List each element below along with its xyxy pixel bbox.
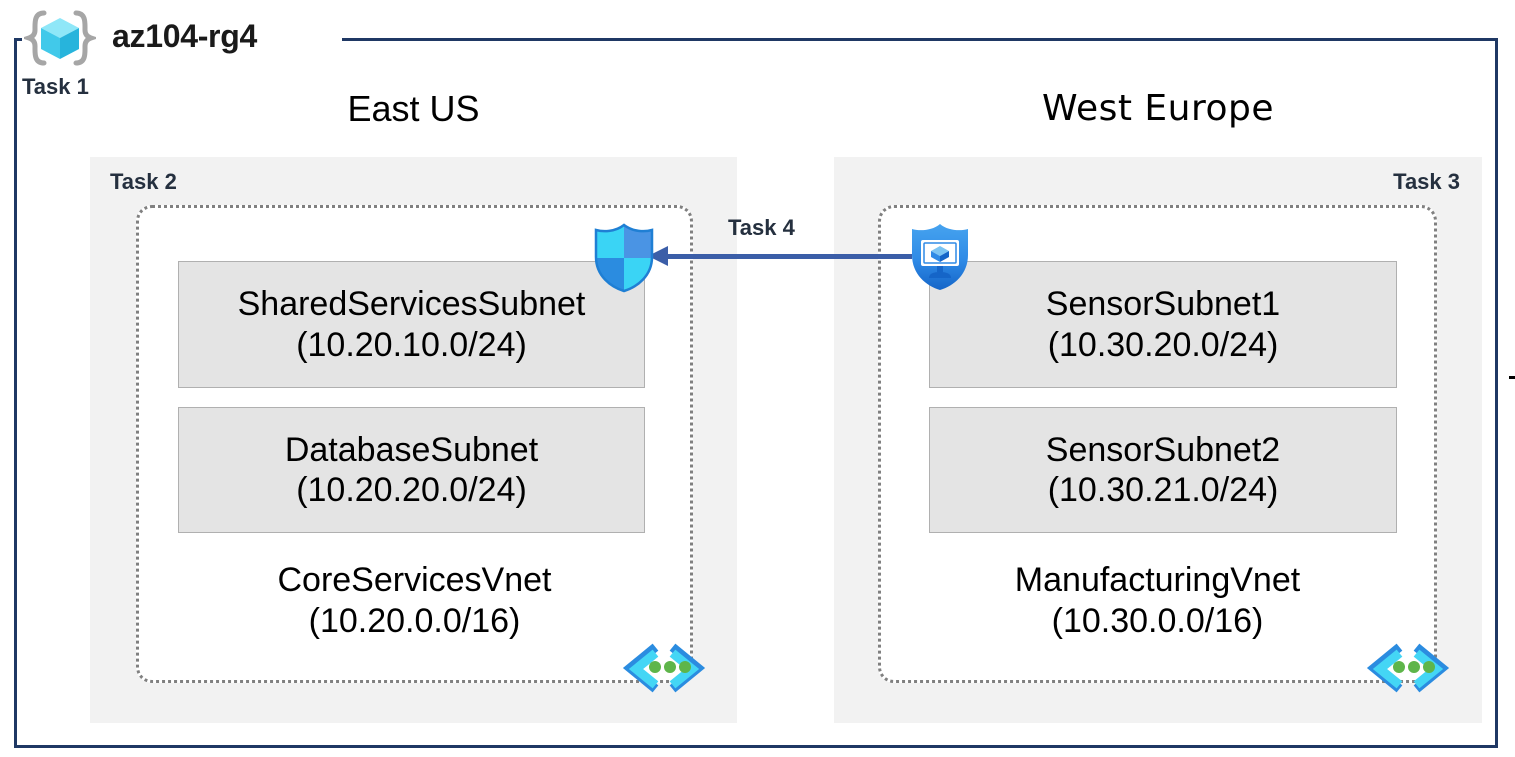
subnet-sensor-1: SensorSubnet1 (10.30.20.0/24) (929, 261, 1397, 388)
subnet-cidr: (10.30.20.0/24) (1047, 325, 1279, 364)
subnet-cidr: (10.30.21.0/24) (1047, 471, 1279, 509)
vnet-cidr: (10.20.0.0/16) (308, 601, 521, 640)
subnet-shared-services: SharedServicesSubnet (10.20.10.0/24) (178, 261, 645, 388)
vnet-caption-core-services: CoreServicesVnet (10.20.0.0/16) (139, 560, 690, 642)
vnet-caption-manufacturing: ManufacturingVnet (10.30.0.0/16) (881, 560, 1434, 642)
vnet-name: ManufacturingVnet (1014, 561, 1301, 599)
vnet-cidr: (10.30.0.0/16) (1051, 601, 1264, 640)
resource-group-cube-icon (21, 9, 99, 69)
resource-group-frame (14, 38, 1498, 748)
peering-connection-line (662, 254, 912, 259)
subnet-name: SensorSubnet1 (1045, 285, 1281, 324)
subnet-name: SensorSubnet2 (1045, 430, 1281, 469)
task-2-label: Task 2 (110, 169, 177, 194)
vnet-name: CoreServicesVnet (277, 561, 552, 599)
vnet-manufacturing: SensorSubnet1 (10.30.20.0/24) SensorSubn… (878, 205, 1450, 693)
subnet-cidr: (10.20.10.0/24) (296, 325, 527, 364)
region-box-east-us: Task 2 SharedServicesSubnet (10.20.10.0/… (90, 157, 737, 723)
vnet-core-services: SharedServicesSubnet (10.20.10.0/24) Dat… (136, 205, 706, 693)
virtual-network-icon (616, 636, 712, 698)
virtual-network-icon (1360, 636, 1456, 698)
task-1-label: Task 1 (22, 74, 89, 99)
subnet-database: DatabaseSubnet (10.20.20.0/24) (178, 407, 645, 533)
resource-group-title: az104-rg4 (112, 18, 257, 54)
network-security-group-shield-icon (591, 223, 657, 293)
subnet-name: DatabaseSubnet (284, 430, 539, 469)
subnet-cidr: (10.20.20.0/24) (296, 471, 527, 509)
region-title-west-europe: West Europe (1041, 88, 1275, 129)
region-title-east-us: East US (347, 88, 480, 129)
subnet-name: SharedServicesSubnet (237, 285, 586, 324)
edge-artifact-mark (1509, 376, 1515, 379)
task-4-label: Task 4 (728, 215, 795, 240)
task-3-label: Task 3 (1393, 169, 1460, 194)
subnet-sensor-2: SensorSubnet2 (10.30.21.0/24) (929, 407, 1397, 533)
defender-shield-monitor-icon (908, 222, 972, 292)
